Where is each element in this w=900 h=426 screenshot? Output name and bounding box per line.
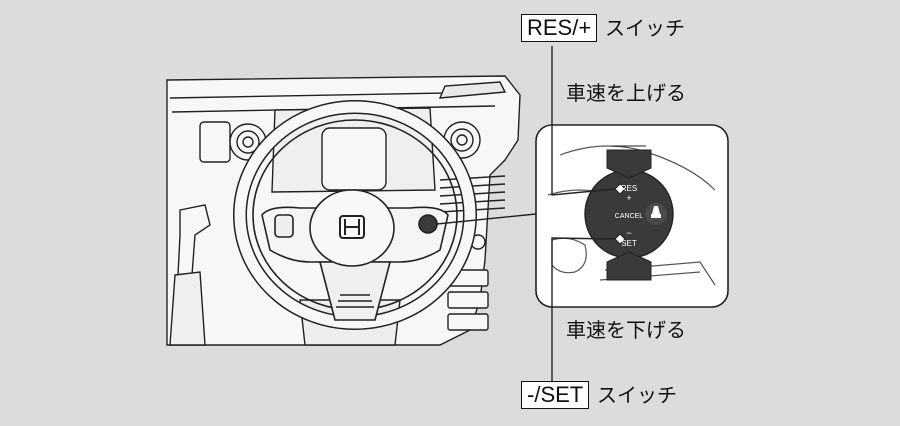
label-leaders: [551, 46, 616, 384]
set-marker-icon: [614, 233, 626, 245]
res-marker-icon: [614, 183, 626, 195]
switch-set-text: SET: [621, 239, 637, 248]
callout-leader: [436, 213, 537, 225]
cruise-car-icon: [651, 206, 661, 218]
switch-detail-panel: RES + CANCEL − SET: [535, 124, 729, 308]
speed-down-label: 車速を下げる: [566, 318, 686, 342]
set-switch-suffix: スイッチ: [597, 383, 677, 407]
speed-up-label: 車速を上げる: [566, 81, 686, 105]
switch-res-text: RES: [621, 184, 637, 193]
res-button-label: RES/+: [521, 14, 598, 42]
switch-set-minus-text: −: [626, 228, 631, 238]
set-button-label: -/SET: [521, 381, 590, 409]
switch-cancel-text: CANCEL: [615, 213, 644, 220]
steering-wheel: [233, 100, 477, 330]
res-switch-suffix: スイッチ: [605, 16, 685, 40]
switch-res-plus-text: +: [626, 193, 631, 203]
